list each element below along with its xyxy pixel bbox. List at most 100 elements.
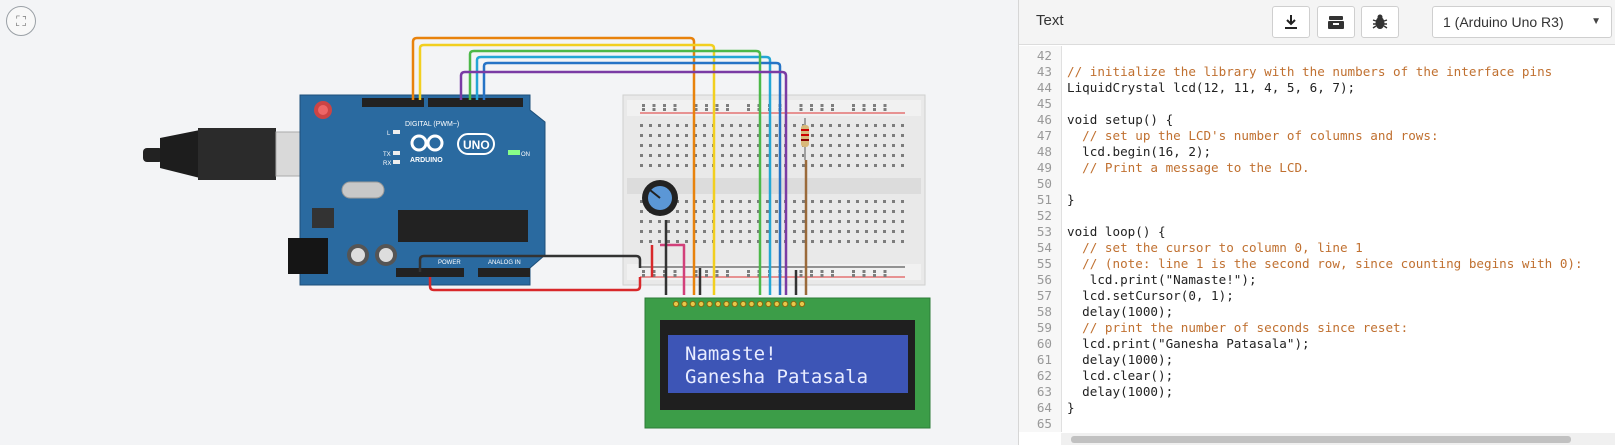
- line-number: 58: [1036, 304, 1052, 319]
- code-line[interactable]: 50: [1019, 176, 1052, 192]
- code-line[interactable]: 61 delay(1000);: [1019, 352, 1173, 368]
- line-number: 42: [1036, 48, 1052, 63]
- line-number: 47: [1036, 128, 1052, 143]
- line-number: 48: [1036, 144, 1052, 159]
- breadboard[interactable]: [622, 94, 926, 286]
- code-line[interactable]: 59 // print the number of seconds since …: [1019, 320, 1408, 336]
- code-text: lcd.clear();: [1067, 368, 1174, 383]
- code-line[interactable]: 48 lcd.begin(16, 2);: [1019, 144, 1211, 160]
- code-text: lcd.setCursor(0, 1);: [1067, 288, 1234, 303]
- chevron-down-icon: ▼: [1591, 16, 1601, 27]
- lcd-line-2: Ganesha Patasala: [685, 366, 868, 388]
- code-line[interactable]: 43 // initialize the library with the num…: [1019, 64, 1552, 80]
- code-line[interactable]: 54 // set the cursor to column 0, line 1: [1019, 240, 1363, 256]
- code-line[interactable]: 49 // Print a message to the LCD.: [1019, 160, 1310, 176]
- code-line[interactable]: 64}: [1019, 400, 1075, 416]
- code-line[interactable]: 53 void loop() {: [1019, 224, 1166, 240]
- line-number: 64: [1036, 400, 1052, 415]
- code-line[interactable]: 63 delay(1000);: [1019, 384, 1173, 400]
- line-number: 45: [1036, 96, 1052, 111]
- line-number: 52: [1036, 208, 1052, 223]
- line-number: 43: [1036, 64, 1052, 79]
- rx-label: RX: [383, 161, 391, 167]
- code-text: delay(1000);: [1067, 304, 1174, 319]
- wires: [411, 36, 808, 295]
- code-line[interactable]: 65: [1019, 416, 1052, 432]
- code-line[interactable]: 51}: [1019, 192, 1075, 208]
- editor-mode-label[interactable]: Text: [1036, 12, 1064, 29]
- line-number: 65: [1036, 416, 1052, 431]
- code-line[interactable]: 42: [1019, 48, 1052, 64]
- device-select[interactable]: 1 (Arduino Uno R3) ▼: [1432, 6, 1612, 38]
- download-icon: [1285, 15, 1297, 29]
- fullscreen-button[interactable]: ⛶: [6, 6, 36, 36]
- arduino-brand: ARDUINO: [410, 157, 443, 164]
- horizontal-scrollbar[interactable]: [1061, 433, 1615, 445]
- line-number: 63: [1036, 384, 1052, 399]
- lcd-module[interactable]: Namaste! Ganesha Patasala: [644, 297, 931, 429]
- editor-toolbar: Text 1 (Arduino Uno R3) ▼: [1019, 0, 1615, 45]
- code-comment: // set up the LCD's number of columns an…: [1067, 128, 1439, 143]
- l-label: L: [387, 131, 391, 137]
- bug-icon: [1372, 14, 1388, 29]
- code-line[interactable]: 52: [1019, 208, 1052, 224]
- line-number: 59: [1036, 320, 1052, 335]
- library-icon: [1328, 16, 1344, 29]
- line-number: 53: [1036, 224, 1052, 239]
- line-number: 62: [1036, 368, 1052, 383]
- library-button[interactable]: [1317, 6, 1355, 38]
- line-number: 57: [1036, 288, 1052, 303]
- code-text: delay(1000);: [1067, 384, 1174, 399]
- lcd-line-1: Namaste!: [685, 343, 777, 365]
- potentiometer[interactable]: [642, 180, 678, 216]
- analog-label: ANALOG IN: [488, 260, 521, 266]
- code-text: delay(1000);: [1067, 352, 1174, 367]
- code-line[interactable]: 55 // (note: line 1 is the second row, s…: [1019, 256, 1583, 272]
- code-text: void loop() {: [1067, 224, 1166, 239]
- code-line[interactable]: 57 lcd.setCursor(0, 1);: [1019, 288, 1234, 304]
- code-line[interactable]: 60 lcd.print("Ganesha Patasala");: [1019, 336, 1310, 352]
- code-text: }: [1067, 400, 1075, 415]
- line-number: 56: [1036, 272, 1052, 287]
- scrollbar-thumb[interactable]: [1071, 436, 1571, 443]
- download-button[interactable]: [1272, 6, 1310, 38]
- line-number: 61: [1036, 352, 1052, 367]
- code-comment: // initialize the library with the numbe…: [1067, 64, 1553, 79]
- lcd-pin-header: [672, 300, 806, 308]
- code-line[interactable]: 47 // set up the LCD's number of columns…: [1019, 128, 1439, 144]
- code-comment: // set the cursor to column 0, line 1: [1067, 240, 1363, 255]
- tx-label: TX: [383, 152, 391, 158]
- code-line[interactable]: 45: [1019, 96, 1052, 112]
- line-number: 51: [1036, 192, 1052, 207]
- device-select-value: 1 (Arduino Uno R3): [1443, 14, 1564, 30]
- debugger-button[interactable]: [1361, 6, 1399, 38]
- line-number: 55: [1036, 256, 1052, 271]
- code-text: lcd.print("Namaste!");: [1067, 272, 1257, 287]
- circuit-canvas[interactable]: ⛶ DIGITAL (PWM~) TX RX L: [0, 0, 1018, 445]
- digital-label: DIGITAL (PWM~): [405, 121, 459, 128]
- line-number-gutter: [1019, 46, 1062, 432]
- code-line[interactable]: 56 lcd.print("Namaste!");: [1019, 272, 1257, 288]
- breadboard-holes: [640, 104, 904, 277]
- power-label: POWER: [438, 260, 461, 266]
- code-line[interactable]: 58 delay(1000);: [1019, 304, 1173, 320]
- line-number: 50: [1036, 176, 1052, 191]
- circuit-diagram: DIGITAL (PWM~) TX RX L UNO ARDUINO ON: [143, 36, 931, 429]
- on-label: ON: [521, 152, 530, 158]
- code-text: void setup() {: [1067, 112, 1174, 127]
- arduino-logo: UNO ARDUINO: [410, 133, 495, 164]
- arduino-uno-board[interactable]: DIGITAL (PWM~) TX RX L UNO ARDUINO ON: [288, 94, 546, 286]
- code-text: lcd.begin(16, 2);: [1067, 144, 1212, 159]
- uno-label: UNO: [463, 138, 490, 152]
- code-comment: // (note: line 1 is the second row, sinc…: [1067, 256, 1583, 271]
- code-line[interactable]: 62 lcd.clear();: [1019, 368, 1173, 384]
- code-text: }: [1067, 192, 1075, 207]
- usb-cable: [143, 128, 305, 180]
- resistor: [801, 118, 809, 160]
- code-text: lcd.print("Ganesha Patasala");: [1067, 336, 1310, 351]
- line-number: 60: [1036, 336, 1052, 351]
